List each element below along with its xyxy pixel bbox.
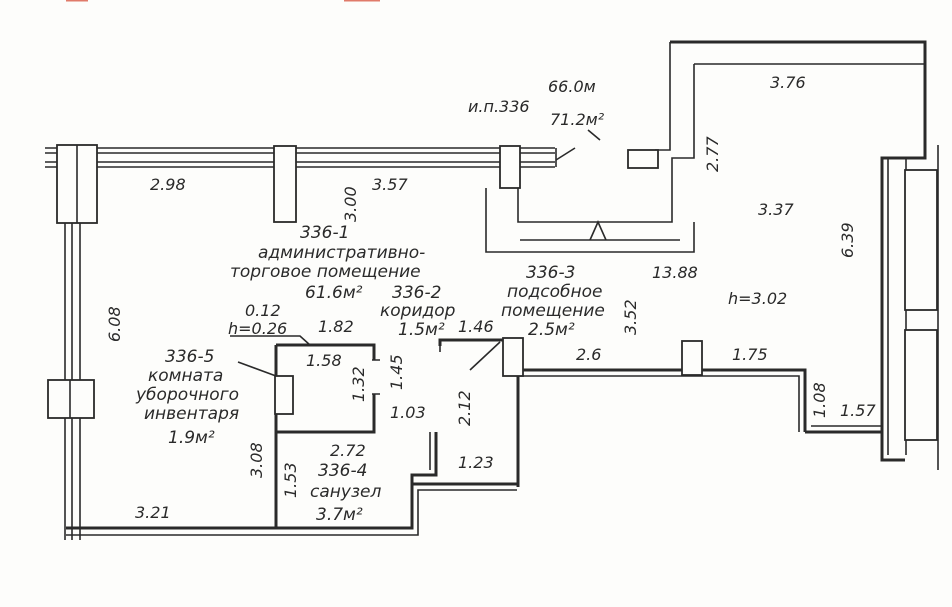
- dim-1-03: 1.03: [390, 403, 426, 422]
- dim-1-23: 1.23: [458, 453, 494, 472]
- middle-wall: [520, 368, 807, 432]
- dim-2-72: 2.72: [330, 441, 366, 460]
- room-336-4-id: 336-4: [318, 461, 367, 481]
- room-336-3-id: 336-3: [526, 263, 575, 283]
- room-336-2-name: коридор: [380, 301, 456, 321]
- middle-wall-inner: [520, 375, 800, 432]
- dim-3-57: 3.57: [372, 175, 408, 194]
- unit-label: и.п.336: [468, 97, 530, 116]
- leader-line: [587, 129, 601, 141]
- room-336-2-area: 1.5м²: [398, 320, 445, 340]
- column: [681, 340, 703, 376]
- dim-3-76: 3.76: [770, 73, 806, 92]
- window: [274, 375, 294, 415]
- window: [904, 329, 938, 441]
- dim-2-98: 2.98: [150, 175, 186, 194]
- dim-1-45: 1.45: [387, 354, 406, 390]
- dim-1-75: 1.75: [732, 345, 768, 364]
- dim-1-57: 1.57: [840, 401, 876, 420]
- dim-1-08: 1.08: [810, 382, 829, 418]
- window: [47, 379, 95, 419]
- dim-2-77: 2.77: [703, 136, 722, 172]
- dim-13-88: 13.88: [652, 263, 698, 282]
- room-336-5-name: комната: [148, 366, 223, 386]
- window: [627, 149, 659, 169]
- room-336-3-name: подсобное: [507, 282, 602, 302]
- total-area-label: 71.2м²: [550, 110, 605, 129]
- room-336-3-name: помещение: [501, 301, 605, 321]
- window: [904, 169, 938, 311]
- dim-2-6: 2.6: [576, 345, 601, 364]
- inner-wall: [517, 64, 695, 223]
- dim-2-12: 2.12: [455, 390, 474, 426]
- dim-1-82: 1.82: [318, 317, 354, 336]
- room-336-1-name: административно-: [258, 243, 425, 263]
- dim-1-32: 1.32: [349, 366, 368, 402]
- room-336-4-area: 3.7м²: [316, 505, 363, 525]
- storage-top-wall: [276, 343, 376, 360]
- inner-wall: [655, 42, 671, 151]
- column: [273, 145, 297, 223]
- inner-wall: [485, 188, 695, 253]
- bottom-wall-inner: [66, 489, 517, 536]
- dim-1-58: 1.58: [306, 351, 342, 370]
- wc-right-wall: [410, 432, 438, 484]
- dim-1-53: 1.53: [281, 462, 300, 498]
- column: [499, 145, 521, 189]
- room-336-5-name: уборочного: [135, 385, 239, 405]
- right-wall: [670, 40, 927, 462]
- room-336-5-name: инвентаря: [144, 404, 239, 424]
- dim-6-39: 6.39: [838, 222, 857, 258]
- dim-3-37: 3.37: [758, 200, 794, 219]
- step-marker: [230, 335, 311, 346]
- column: [502, 337, 524, 377]
- storage-bottom-wall: [276, 394, 376, 434]
- dim-3-52: 3.52: [621, 299, 640, 335]
- leader-line: [555, 147, 576, 161]
- bottom-wall: [66, 482, 517, 530]
- door-opening: [372, 359, 380, 395]
- leader-line: [469, 341, 501, 371]
- room-336-1-name: торговое помещение: [230, 262, 421, 282]
- room-336-1-id: 336-1: [300, 223, 349, 243]
- room-336-1-area: 61.6м²: [305, 283, 363, 303]
- dim-3-00: 3.00: [341, 186, 360, 222]
- dim-6-08: 6.08: [105, 306, 124, 342]
- dim-h-0-26: h=0.26: [228, 319, 287, 338]
- room-336-2-id: 336-2: [392, 283, 441, 303]
- dim-3-08: 3.08: [247, 442, 266, 478]
- dim-0-12: 0.12: [245, 301, 281, 320]
- dim-h-3-02: h=3.02: [728, 289, 787, 308]
- perimeter-label: 66.0м: [548, 77, 596, 96]
- room-336-4-name: санузел: [310, 482, 381, 502]
- room-336-5-area: 1.9м²: [168, 428, 215, 448]
- leader-line: [237, 361, 277, 377]
- dim-1-46: 1.46: [458, 317, 494, 336]
- dim-3-21: 3.21: [135, 503, 171, 522]
- room-336-5-id: 336-5: [165, 347, 214, 367]
- room-336-3-area: 2.5м²: [528, 320, 575, 340]
- stair-arrow: [589, 220, 607, 241]
